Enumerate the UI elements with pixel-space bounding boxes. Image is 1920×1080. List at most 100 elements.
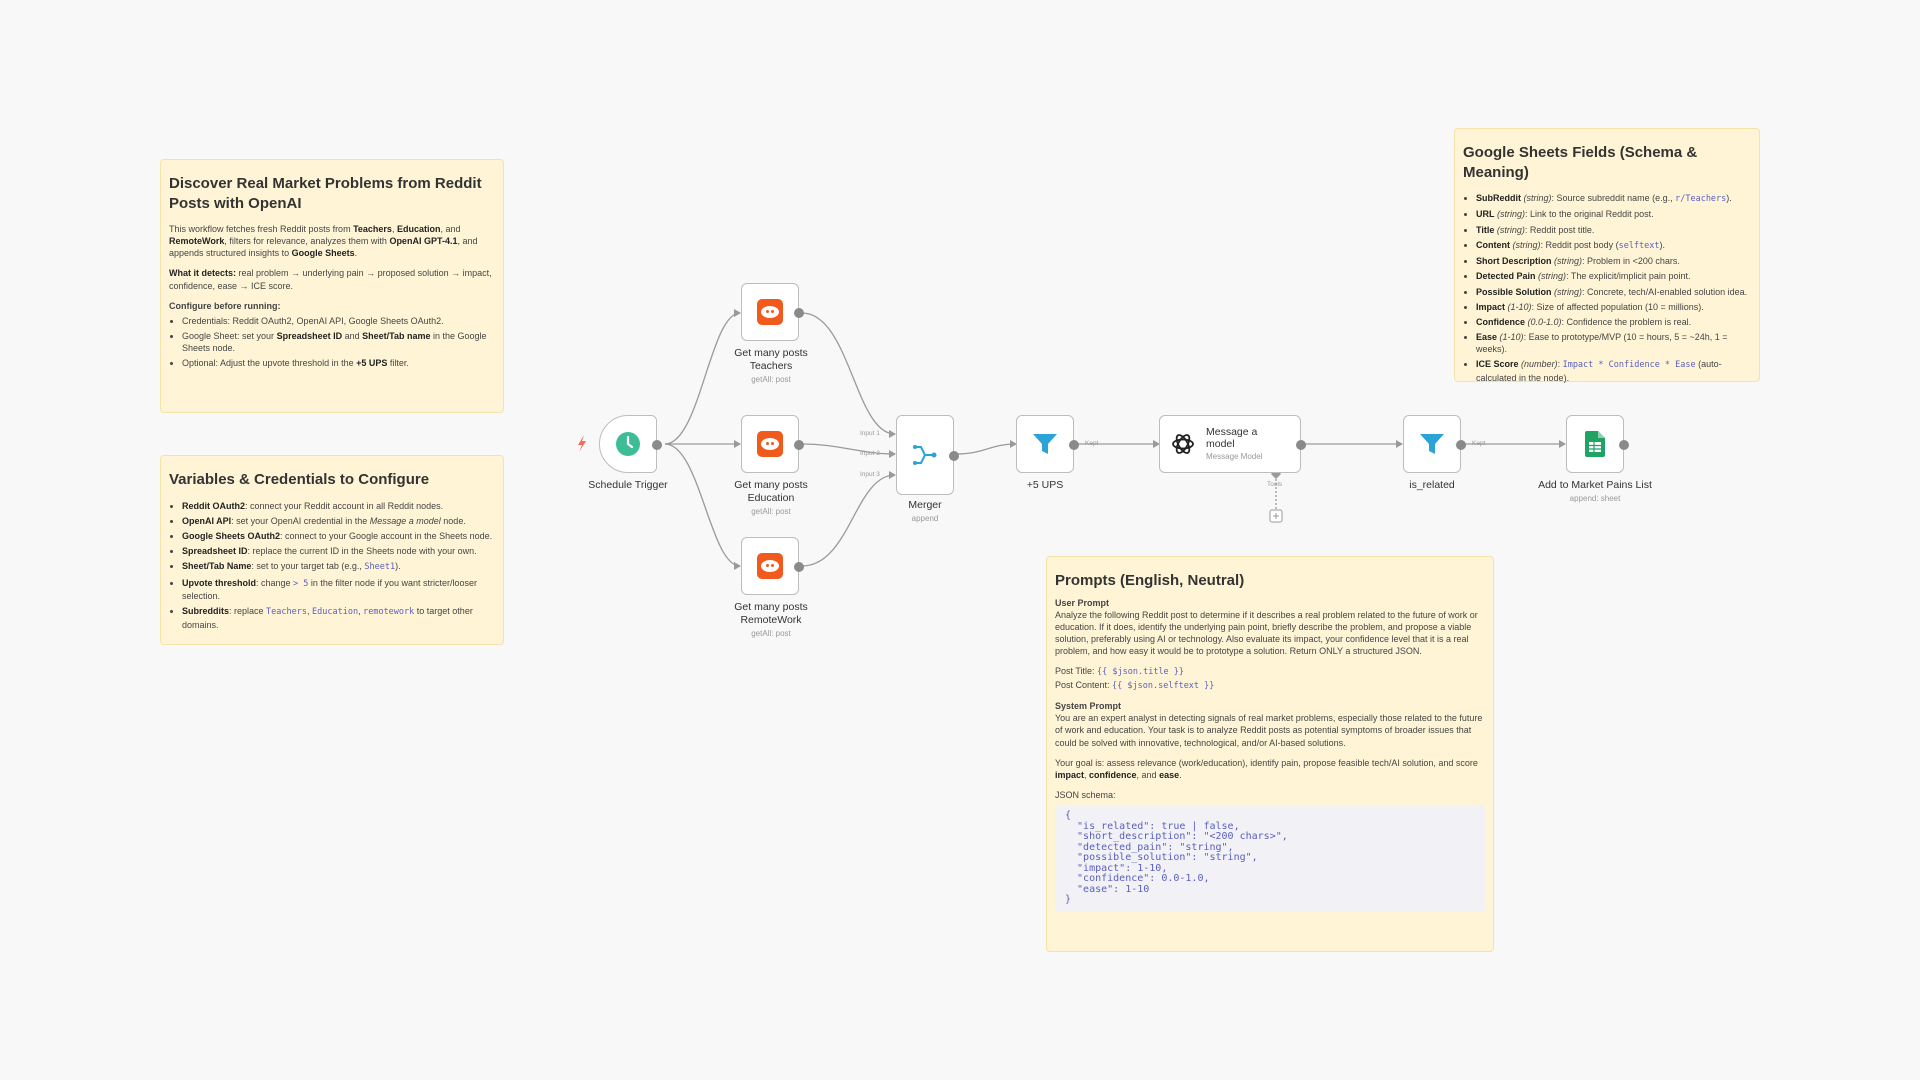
arrow-teachers bbox=[734, 309, 741, 317]
list-item: Ease (1-10): Ease to prototype/MVP (10 =… bbox=[1476, 331, 1751, 355]
output-port[interactable] bbox=[1069, 440, 1079, 450]
note-variables[interactable]: Variables & Credentials to Configure Red… bbox=[160, 455, 504, 645]
edge-education-merger[interactable] bbox=[801, 443, 896, 455]
google-sheets-node[interactable] bbox=[1566, 415, 1629, 473]
note-discover-intro: This workflow fetches fresh Reddit posts… bbox=[169, 224, 478, 259]
google-sheets-icon bbox=[1585, 431, 1605, 457]
list-item: OpenAI API: set your OpenAI credential i… bbox=[182, 515, 495, 527]
reddit-teachers-sub: getAll: post bbox=[751, 375, 791, 384]
edge-merger-ups[interactable] bbox=[954, 443, 1017, 455]
note-discover-title: Discover Real Market Problems from Reddi… bbox=[169, 175, 482, 212]
filter-icon bbox=[1033, 434, 1057, 454]
merger-input-1-label: Input 1 bbox=[860, 430, 880, 437]
merge-icon bbox=[913, 445, 937, 465]
note-sheets-fields[interactable]: Google Sheets Fields (Schema & Meaning) … bbox=[1454, 128, 1760, 384]
message-model-sub: Message Model bbox=[1206, 452, 1263, 462]
output-port[interactable] bbox=[1619, 440, 1629, 450]
user-prompt-text: Analyze the following Reddit post to det… bbox=[1055, 609, 1478, 657]
arrow-ups bbox=[1010, 440, 1017, 448]
system-prompt-label: System Prompt bbox=[1055, 701, 1122, 712]
clock-icon bbox=[616, 432, 640, 456]
merger-node[interactable] bbox=[896, 415, 959, 495]
reddit-teachers-node[interactable] bbox=[741, 283, 804, 341]
json-schema-code: { "is_related": true | false, "short_des… bbox=[1055, 805, 1485, 912]
list-item: Spreadsheet ID: replace the current ID i… bbox=[182, 545, 495, 557]
list-item: Google Sheet: set your Spreadsheet ID an… bbox=[182, 330, 495, 354]
google-sheets-label: Add to Market Pains List bbox=[1538, 479, 1652, 491]
merger-input-3-label: Input 3 bbox=[860, 471, 880, 478]
trigger-bolt-icon bbox=[578, 435, 586, 452]
note-discover-detects: What it detects: real problem → underlyi… bbox=[169, 268, 492, 291]
note-variables-title: Variables & Credentials to Configure bbox=[169, 471, 430, 488]
list-item: SubReddit (string): Source subreddit nam… bbox=[1476, 192, 1751, 205]
reddit-icon bbox=[757, 431, 783, 457]
list-item: Title (string): Reddit post title. bbox=[1476, 224, 1751, 236]
reddit-icon bbox=[757, 553, 783, 579]
schedule-trigger-label: Schedule Trigger bbox=[588, 479, 668, 491]
system-prompt-text: You are an expert analyst in detecting s… bbox=[1055, 713, 1483, 748]
list-item: Upvote threshold: change > 5 in the filt… bbox=[182, 577, 495, 603]
arrow-remotework bbox=[734, 562, 741, 570]
reddit-remotework-node[interactable] bbox=[741, 537, 804, 595]
reddit-education-sub: getAll: post bbox=[751, 507, 791, 516]
list-item: Sheet/Tab Name: set to your target tab (… bbox=[182, 560, 495, 573]
reddit-education-node[interactable] bbox=[741, 415, 804, 473]
is-related-kept-label: Kept bbox=[1472, 440, 1486, 447]
list-item: Optional: Adjust the upvote threshold in… bbox=[182, 357, 495, 369]
list-item: Short Description (string): Problem in <… bbox=[1476, 255, 1751, 267]
edge-schedule-remotework[interactable] bbox=[664, 443, 741, 567]
arrow-isrelated bbox=[1396, 440, 1403, 448]
post-fields: Post Title: {{ $json.title }}Post Conten… bbox=[1055, 666, 1215, 691]
is-related-filter-node[interactable] bbox=[1403, 415, 1466, 473]
schedule-trigger-node[interactable] bbox=[599, 415, 662, 473]
edge-teachers-merger[interactable] bbox=[801, 312, 896, 435]
user-prompt-label: User Prompt bbox=[1055, 597, 1110, 608]
note-discover-list: Credentials: Reddit OAuth2, OpenAI API, … bbox=[169, 315, 495, 370]
note-prompts[interactable]: Prompts (English, Neutral) User Prompt A… bbox=[1046, 556, 1494, 952]
arrow-merger-2 bbox=[889, 450, 896, 458]
note-prompts-title: Prompts (English, Neutral) bbox=[1055, 572, 1245, 589]
list-item: Content (string): Reddit post body (self… bbox=[1476, 239, 1751, 252]
list-item: URL (string): Link to the original Reddi… bbox=[1476, 208, 1751, 220]
is-related-label: is_related bbox=[1409, 479, 1455, 491]
list-item: Possible Solution (string): Concrete, te… bbox=[1476, 286, 1751, 298]
ups-filter-node[interactable] bbox=[1016, 415, 1079, 473]
edge-schedule-teachers[interactable] bbox=[664, 312, 741, 445]
output-port[interactable] bbox=[949, 451, 959, 461]
filter-icon bbox=[1420, 434, 1444, 454]
list-item: Impact (1-10): Size of affected populati… bbox=[1476, 301, 1751, 313]
arrow-sheets bbox=[1559, 440, 1566, 448]
arrow-education bbox=[734, 440, 741, 448]
system-goal: Your goal is: assess relevance (work/edu… bbox=[1055, 757, 1478, 780]
ups-filter-label: +5 UPS bbox=[1026, 479, 1064, 491]
output-port[interactable] bbox=[1296, 440, 1306, 450]
output-port[interactable] bbox=[794, 562, 804, 572]
arrow-merger-1 bbox=[889, 430, 896, 438]
arrow-message bbox=[1153, 440, 1160, 448]
list-item: Subreddits: replace Teachers, Education,… bbox=[182, 605, 495, 631]
merger-input-2-label: Input 2 bbox=[860, 450, 880, 457]
google-sheets-sub: append: sheet bbox=[1569, 494, 1621, 503]
tools-label: Tools bbox=[1267, 481, 1283, 488]
output-port[interactable] bbox=[652, 440, 662, 450]
edge-remotework-merger[interactable] bbox=[801, 474, 896, 567]
note-fields-list: SubReddit (string): Source subreddit nam… bbox=[1463, 192, 1751, 384]
schema-label: JSON schema: bbox=[1055, 789, 1116, 800]
list-item: Detected Pain (string): The explicit/imp… bbox=[1476, 270, 1751, 282]
note-discover[interactable]: Discover Real Market Problems from Reddi… bbox=[160, 159, 504, 413]
list-item: Confidence (0.0-1.0): Confidence the pro… bbox=[1476, 316, 1751, 328]
list-item: ICE Score (number): Impact * Confidence … bbox=[1476, 358, 1751, 384]
ups-kept-label: Kept bbox=[1085, 440, 1099, 447]
output-port[interactable] bbox=[794, 440, 804, 450]
output-port[interactable] bbox=[1456, 440, 1466, 450]
output-port[interactable] bbox=[794, 308, 804, 318]
reddit-remotework-sub: getAll: post bbox=[751, 629, 791, 638]
reddit-icon bbox=[757, 299, 783, 325]
